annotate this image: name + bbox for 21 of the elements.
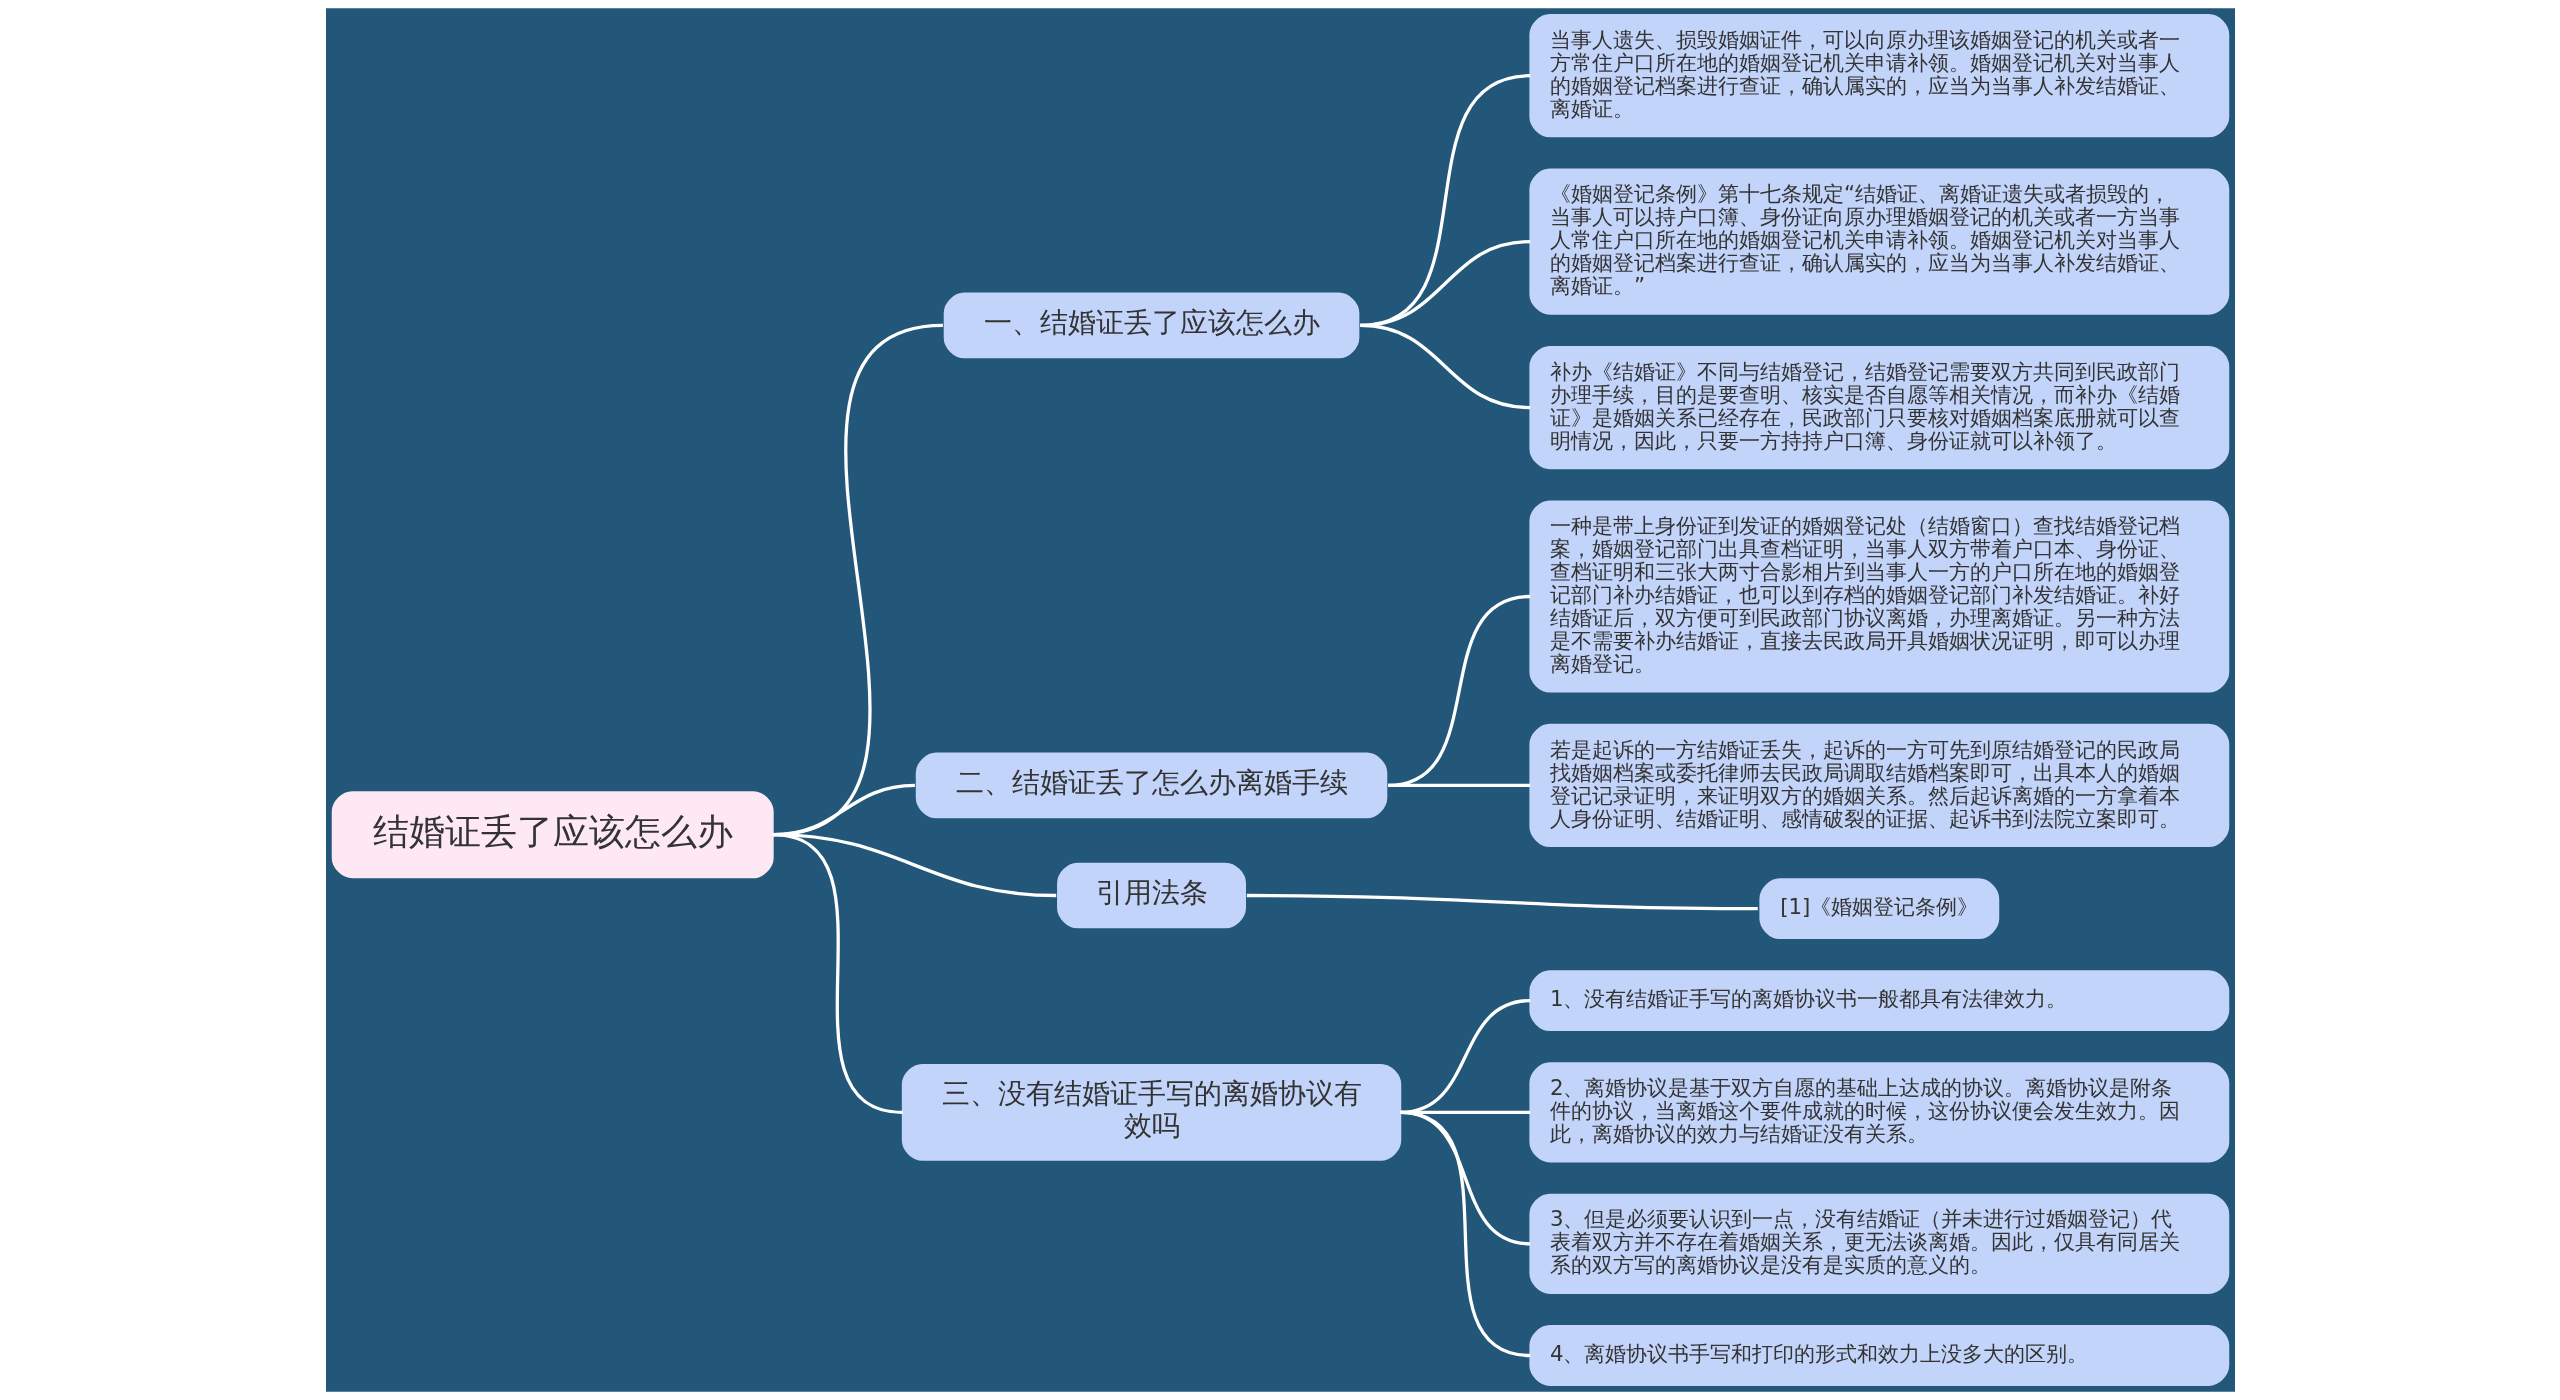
node-box: 当事人遗失、损毁婚姻证件，可以向原办理该婚姻登记的机关或者一方常住户口所在地的婚姻登记机关申请补领。婚姻登记机关对当事人的婚姻登记档案进行查证，确认属实的，应当为当事人补发结婚证、离婚证。 (1528, 14, 2229, 138)
node-box: 补办《结婚证》不同与结婚登记，结婚登记需要双方共同到民政部门办理手续，目的是要查明、核实是否自愿等相关情况，而补办《结婚证》是婚姻关系已经存在，民政部门只要核对婚姻档案底册就可以查明情况，因此，只要一方持持户口簿、身份证就可以补领了。 (1528, 345, 2229, 470)
node-box: 2、离婚协议是基于双方自愿的基础上达成的协议。离婚协议是附条件的协议，当离婚这个要件成就的时候，这份协议便会发生效力。因此，离婚协议的效力与结婚证没有关系。 (1528, 1062, 2229, 1163)
connector (1387, 594, 1530, 788)
node-box: 三、没有结婚证手写的离婚协议有效吗 (901, 1063, 1401, 1161)
node-box: 二、结婚证丢了怎么办离婚手续 (915, 752, 1387, 819)
connector (1387, 783, 1530, 788)
node-box: 若是起诉的一方结婚证丢失，起诉的一方可先到原结婚登记的民政局找婚姻档案或委托律师去民政局调取结婚档案即可，出具本人的婚姻登记记录证明，来证明双方的婚姻关系。然后起诉离婚的一方拿着本人身份证明、结婚证明、感情破裂的证据、起诉书到法院立案即可。 (1528, 723, 2229, 848)
node-box: 一种是带上身份证到发证的婚姻登记处（结婚窗口）查找结婚登记档案，婚姻登记部门出具查档证明，当事人双方带着户口本、身份证、查档证明和三张大两寸合影相片到当事人一方的户口所在地的婚姻登记部门补办结婚证，也可以到存档的婚姻登记部门补发结婚证。补好结婚证后，双方便可到民政部门协议离婚，办理离婚证。另一种方法是不需要补办结婚证，直接去民政局开具婚姻状况证明，即可以办理离婚登记。 (1528, 500, 2229, 693)
node-box: 3、但是必须要认识到一点，没有结婚证（并未进行过婚姻登记）代表着双方并不存在着婚姻关系，更无法谈离婚。因此，仅具有同居关系的双方写的离婚协议是没有是实质的意义的。 (1528, 1193, 2229, 1294)
node-box: 4、离婚协议书手写和打印的形式和效力上没多大的区别。 (1528, 1325, 2229, 1386)
node-box: 1、没有结婚证手写的离婚协议书一般都具有法律效力。 (1528, 970, 2229, 1032)
node-box: 结婚证丢了应该怎么办 (331, 791, 774, 879)
connector (772, 833, 903, 1114)
node-box: [1]《婚姻登记条例》 (1758, 878, 1999, 940)
connector (1399, 1110, 1530, 1358)
connector (1359, 323, 1530, 410)
node-box: 引用法条 (1056, 862, 1246, 929)
connector (1246, 893, 1758, 911)
node-box: 《婚姻登记条例》第十七条规定“结婚证、离婚证遗失或者损毁的，当事人可以持户口簿、身份证向原办理婚姻登记的机关或者一方当事人常住户口所在地的婚姻登记机关申请补领。婚姻登记机关对当事人的婚姻登记档案进行查证，确认属实的，应当为当事人补发结婚证、离婚证。” (1528, 168, 2229, 315)
node-box: 一、结婚证丢了应该怎么办 (943, 292, 1359, 359)
